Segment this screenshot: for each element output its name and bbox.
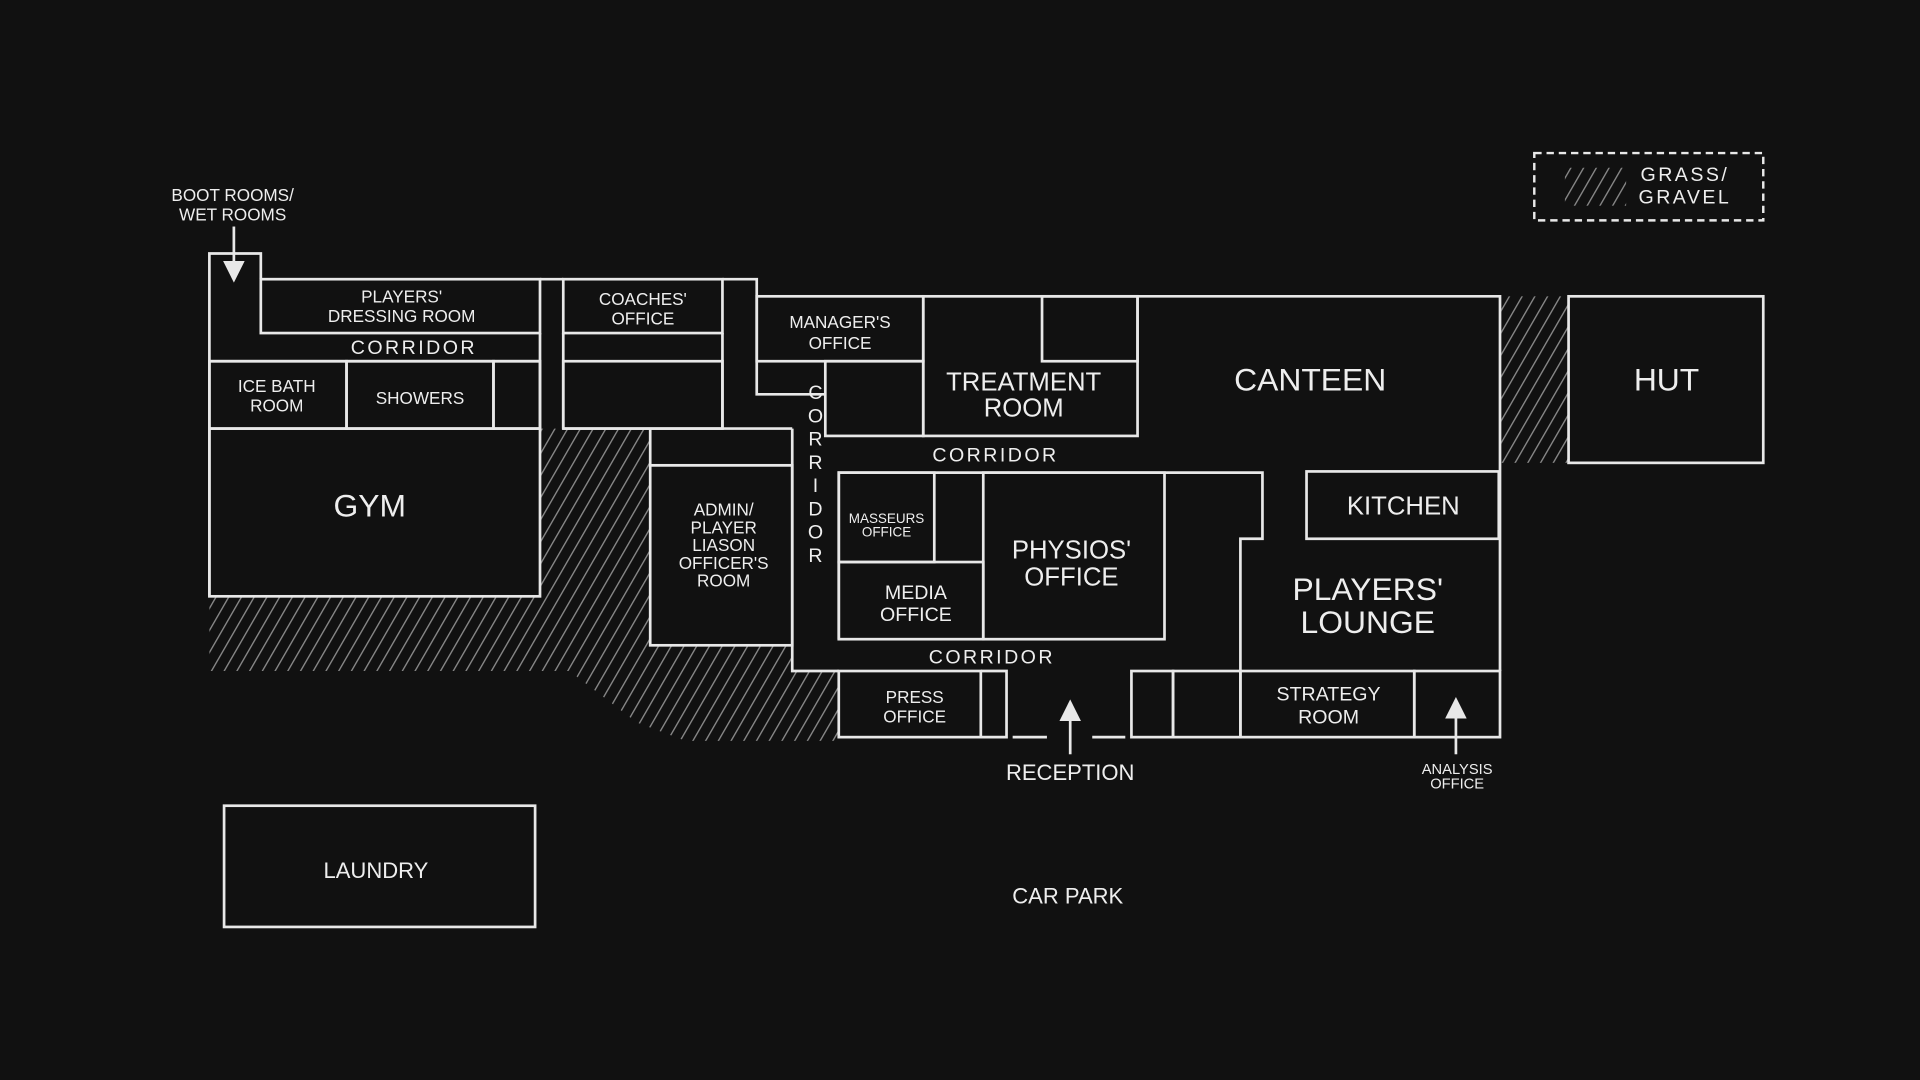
players-lounge-label: PLAYERS' [1292, 571, 1443, 607]
grass-area-east [1501, 296, 1569, 463]
ice-bath-label: ICE BATH [238, 376, 316, 396]
legend: GRASS/GRAVEL [1533, 151, 1765, 222]
admin-label: LIASON [692, 535, 755, 555]
coaches-office-label: COACHES' [599, 289, 687, 309]
boot-rooms-label: BOOT ROOMS/ [171, 185, 294, 205]
room-gym [208, 427, 542, 598]
physios-office-label: PHYSIOS' [1012, 536, 1131, 564]
canteen-label: CANTEEN [1234, 362, 1386, 398]
room-players-dressing-room [259, 277, 542, 335]
treatment-room-label: TREATMENT [946, 369, 1101, 397]
grass-area-west [209, 428, 839, 741]
boot-rooms-label: WET ROOMS [179, 204, 286, 224]
managers-office-label: OFFICE [809, 333, 872, 353]
strategy-room-label: ROOM [1298, 707, 1359, 729]
svg-text:PHYSIOS'OFFICE: PHYSIOS'OFFICE [1012, 536, 1131, 591]
press-office-label: OFFICE [883, 706, 946, 726]
room-coaches-office [561, 277, 724, 335]
press-office-label: PRESS [886, 687, 944, 707]
room-treatment [921, 294, 1139, 438]
kitchen-label: KITCHEN [1347, 492, 1460, 520]
treatment-room-label: ROOM [984, 394, 1064, 422]
ice-bath-label: ROOM [250, 395, 303, 415]
managers-office-label: MANAGER'S [789, 312, 890, 332]
players-dressing-room-label: DRESSING ROOM [328, 306, 475, 326]
hatch-swatch-icon [1564, 167, 1627, 206]
corridor-top-label: CORRIDOR [351, 337, 477, 359]
masseurs-office-label: MASSEURS [849, 511, 925, 526]
admin-label: OFFICER'S [679, 553, 769, 573]
room-hut [1567, 294, 1765, 465]
media-office-label: MEDIA [885, 582, 948, 604]
svg-text:PLAYERS'LOUNGE: PLAYERS'LOUNGE [1292, 571, 1443, 640]
svg-text:GRASS/GRAVEL: GRASS/GRAVEL [1639, 164, 1732, 208]
admin-label: PLAYER [691, 517, 757, 537]
reception-label: RECEPTION [1006, 760, 1135, 785]
room-canteen [1137, 294, 1502, 672]
strategy-room-label: STRATEGY [1277, 683, 1381, 705]
coaches-office-label: OFFICE [611, 308, 674, 328]
media-office-label: OFFICE [880, 604, 952, 626]
room-press-office [837, 669, 983, 739]
corridor-vertical-label: CORRIDOR [805, 382, 827, 568]
physios-office-label: OFFICE [1024, 563, 1118, 591]
room-laundry [222, 804, 537, 929]
admin-label: ROOM [697, 571, 750, 591]
room-physios-office [981, 471, 1166, 641]
laundry-label: LAUNDRY [323, 858, 428, 883]
admin-label: ADMIN/ [694, 500, 754, 520]
walls [208, 252, 1765, 929]
players-lounge-label: LOUNGE [1301, 604, 1435, 640]
gym-label: GYM [334, 488, 407, 524]
showers-label: SHOWERS [376, 388, 464, 408]
room-kitchen [1305, 470, 1501, 541]
corridor-bottom-label: CORRIDOR [929, 647, 1055, 669]
players-dressing-room-label: PLAYERS' [361, 286, 442, 306]
legend-label: GRASS/ [1641, 164, 1730, 186]
legend-label: GRAVEL [1639, 186, 1732, 208]
svg-text:COACHES'OFFICE: COACHES'OFFICE [599, 289, 687, 329]
svg-text:BOOT ROOMS/WET ROOMS: BOOT ROOMS/WET ROOMS [171, 185, 294, 225]
analysis-office-label: ANALYSIS [1422, 762, 1493, 778]
svg-text:PLAYERS'DRESSING ROOM: PLAYERS'DRESSING ROOM [328, 286, 475, 326]
corridor-middle-label: CORRIDOR [932, 445, 1058, 467]
masseurs-office-label: OFFICE [862, 524, 911, 539]
analysis-office-label: OFFICE [1430, 777, 1484, 793]
hut-label: HUT [1634, 362, 1699, 398]
car-park-label: CAR PARK [1012, 884, 1123, 909]
